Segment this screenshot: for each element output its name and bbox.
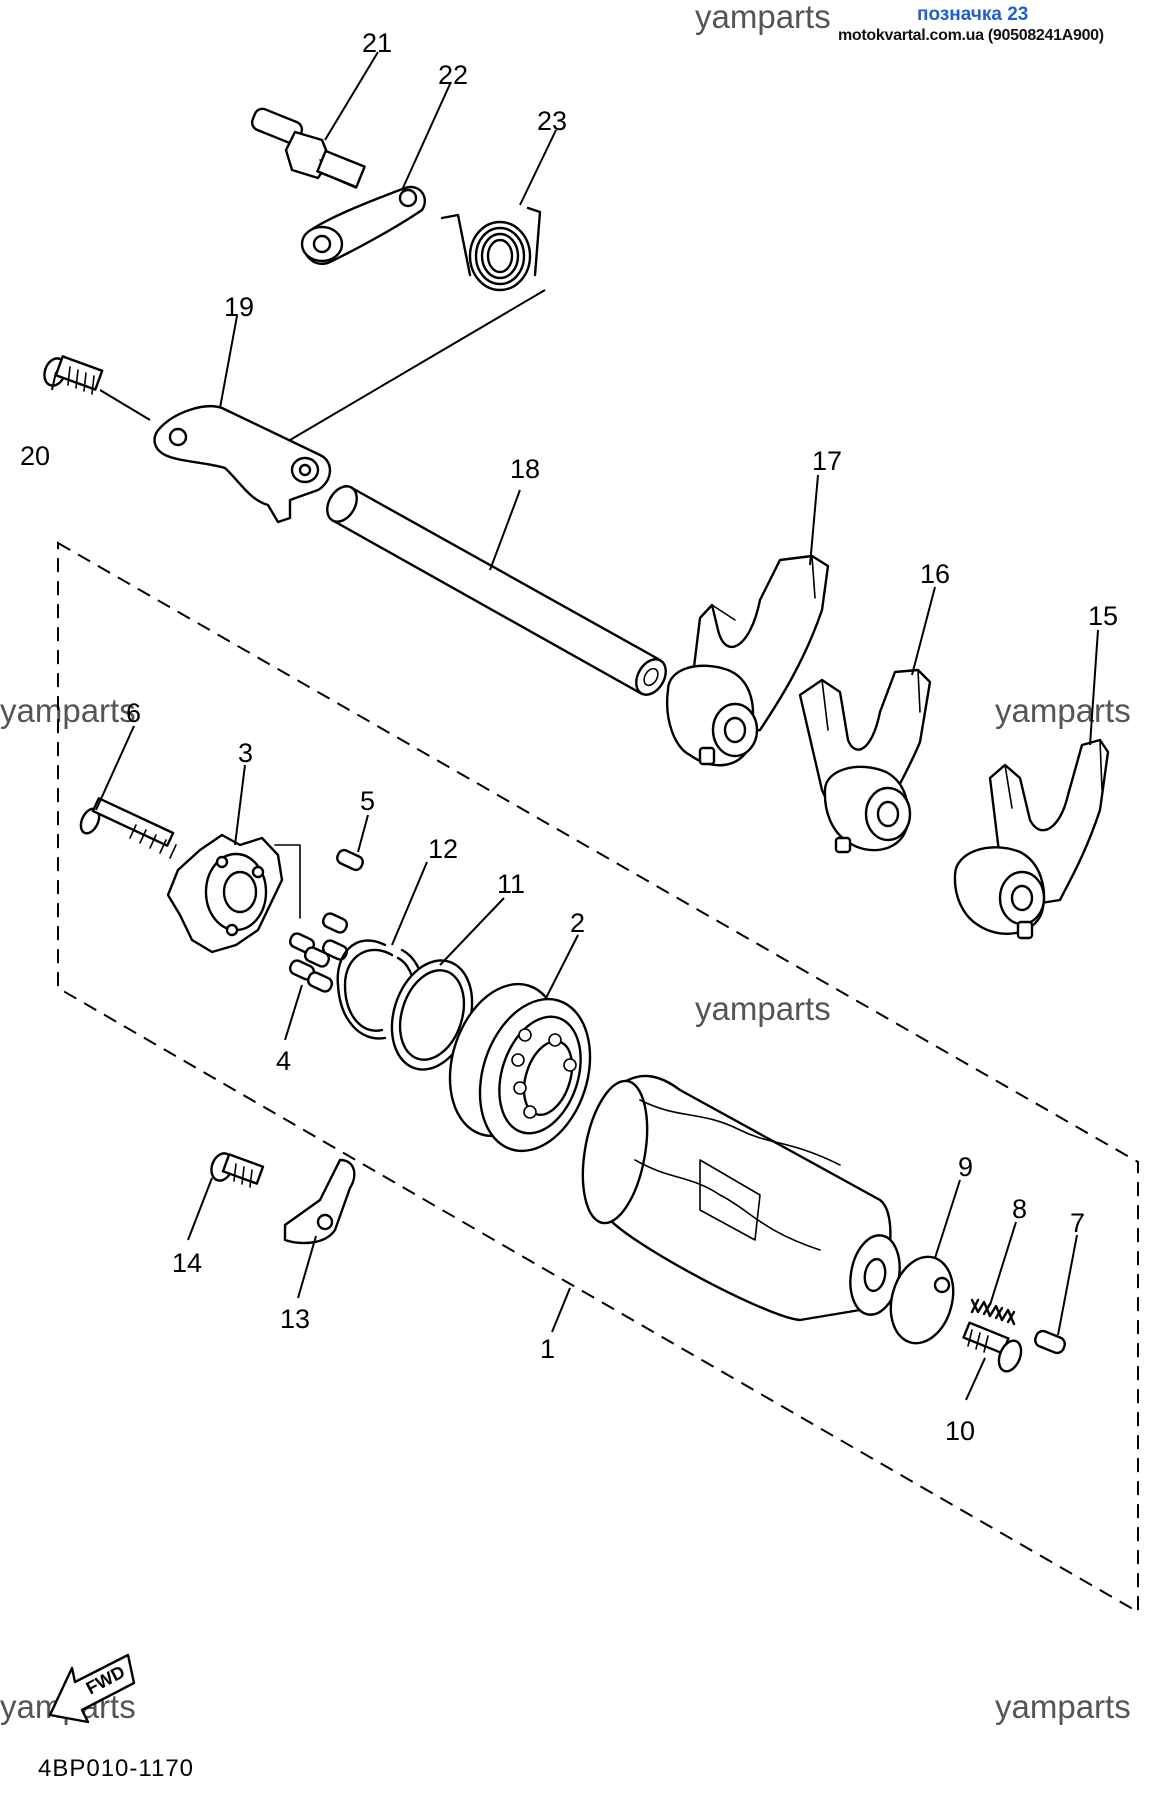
part-15-shift-fork — [953, 738, 1110, 940]
part-22-lever — [300, 185, 427, 265]
source-reference: motokvartal.com.ua (90508241A900) — [838, 27, 1104, 44]
callout-10: 10 — [945, 1416, 975, 1446]
part-11-ring — [390, 959, 474, 1071]
part-2-bearing — [448, 982, 592, 1153]
watermark-right: yamparts — [995, 692, 1131, 729]
part-16-shift-fork — [798, 668, 932, 854]
callout-11: 11 — [497, 869, 525, 899]
callout-22: 22 — [438, 60, 468, 90]
callout-7: 7 — [1070, 1208, 1085, 1238]
part-13-stopper-plate — [283, 1158, 356, 1245]
watermark-bottom-right: yamparts — [995, 1688, 1131, 1725]
part-14-screw — [210, 1152, 265, 1188]
part-21-bolt — [250, 107, 366, 189]
part-3-segment — [166, 833, 301, 954]
callout-14: 14 — [172, 1248, 202, 1278]
watermark-top: yamparts — [695, 0, 831, 35]
callout-3: 3 — [238, 738, 253, 768]
callout-9: 9 — [958, 1152, 973, 1182]
highlight-label: позначка 23 — [917, 4, 1029, 25]
callout-2: 2 — [570, 908, 585, 938]
part-19-stopper-lever — [153, 405, 332, 524]
callout-17: 17 — [812, 446, 842, 476]
part-4-pins — [288, 912, 349, 993]
watermark-left: yamparts — [0, 692, 136, 729]
part-5-pin — [336, 848, 364, 872]
part-9-washer — [889, 1255, 955, 1345]
watermark-center: yamparts — [695, 990, 831, 1027]
assembly-frame — [57, 541, 1139, 1614]
callout-labels: 21 22 23 19 20 18 17 16 15 6 3 5 12 11 2… — [20, 28, 1118, 1446]
callout-12: 12 — [428, 834, 458, 864]
callout-4: 4 — [276, 1046, 291, 1076]
leader-lines — [51, 51, 1099, 1401]
part-23-spring — [440, 206, 542, 292]
callout-5: 5 — [360, 786, 375, 816]
callout-20: 20 — [20, 441, 50, 471]
callout-23: 23 — [537, 106, 567, 136]
part-8-spring — [970, 1298, 1016, 1326]
part-6-long-bolt — [79, 797, 177, 859]
callout-19: 19 — [224, 292, 254, 322]
catalog-number: 4BP010-1170 — [38, 1755, 195, 1782]
callout-13: 13 — [280, 1304, 310, 1334]
part-7-pin — [1034, 1329, 1066, 1355]
callout-1: 1 — [540, 1334, 555, 1364]
part-20-screw — [43, 355, 104, 395]
part-17-shift-fork — [666, 554, 830, 767]
callout-6: 6 — [126, 698, 141, 728]
part-18-fork-shaft — [326, 485, 667, 696]
callout-8: 8 — [1012, 1194, 1027, 1224]
part-10-screw — [962, 1321, 1023, 1373]
callout-21: 21 — [362, 28, 392, 58]
callout-16: 16 — [920, 559, 950, 589]
callout-18: 18 — [510, 454, 540, 484]
part-1-shift-drum — [581, 1074, 901, 1322]
callout-15: 15 — [1088, 601, 1118, 631]
